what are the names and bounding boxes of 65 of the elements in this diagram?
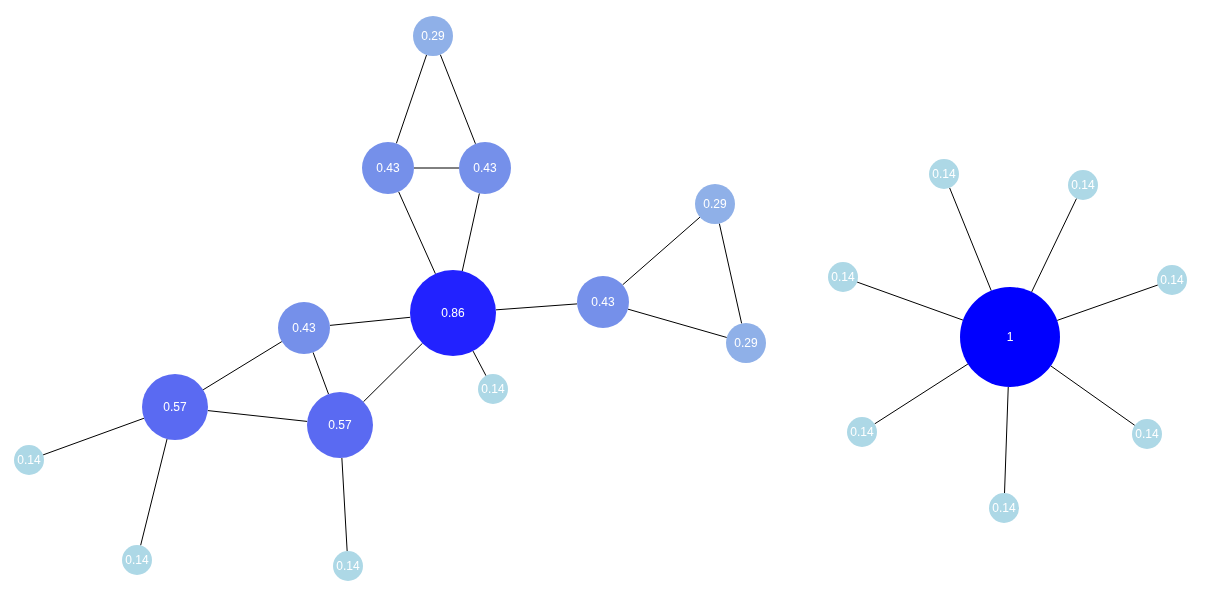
node-value: 0.14 bbox=[850, 425, 874, 439]
network-node-circle bbox=[847, 417, 877, 447]
network-node-circle bbox=[459, 142, 511, 194]
node-value: 0.14 bbox=[481, 382, 505, 396]
edge-line bbox=[1056, 284, 1159, 321]
edge-line bbox=[341, 457, 348, 552]
node-value: 0.29 bbox=[703, 197, 727, 211]
network-node-circle bbox=[695, 184, 735, 224]
network-node-circle bbox=[828, 262, 858, 292]
node-value: 0.43 bbox=[591, 295, 615, 309]
network-node-circle bbox=[726, 323, 766, 363]
edge-line bbox=[718, 223, 743, 324]
node-value: 0.86 bbox=[441, 306, 465, 320]
node-value: 0.57 bbox=[328, 418, 352, 432]
edge-line bbox=[622, 216, 701, 286]
node-value: 0.14 bbox=[1071, 178, 1095, 192]
network-node-circle bbox=[577, 276, 629, 328]
edge-line bbox=[949, 187, 992, 292]
network-node-circle bbox=[413, 16, 453, 56]
network-node-circle bbox=[478, 374, 508, 404]
node-value: 0.43 bbox=[473, 161, 497, 175]
node-value: 0.14 bbox=[1160, 273, 1184, 287]
network-node-circle bbox=[1157, 265, 1187, 295]
network-node-circle bbox=[1068, 170, 1098, 200]
node-value: 0.57 bbox=[163, 400, 187, 414]
network-node-circle bbox=[333, 551, 363, 581]
network-node-circle bbox=[1132, 419, 1162, 449]
network-node-circle bbox=[278, 302, 330, 354]
node-value: 0.14 bbox=[831, 270, 855, 284]
edge-line bbox=[874, 363, 969, 425]
edge-line bbox=[395, 54, 428, 144]
edge-line bbox=[856, 281, 964, 321]
edge-line bbox=[461, 192, 480, 272]
edge-line bbox=[495, 303, 578, 311]
node-value: 0.43 bbox=[376, 161, 400, 175]
edge-line bbox=[42, 417, 145, 456]
node-value: 0.14 bbox=[17, 453, 41, 467]
edge-line bbox=[472, 350, 487, 377]
edge-line bbox=[1031, 198, 1077, 293]
edge-line bbox=[627, 308, 728, 338]
network-node-circle bbox=[362, 142, 414, 194]
network-node-circle bbox=[929, 159, 959, 189]
edge-line bbox=[1050, 365, 1136, 426]
node-value: 0.14 bbox=[125, 553, 149, 567]
node-value: 0.14 bbox=[336, 559, 360, 573]
edge-line bbox=[312, 351, 329, 395]
network-node-circle bbox=[14, 445, 44, 475]
network-node-circle bbox=[122, 545, 152, 575]
edge-line bbox=[140, 438, 168, 546]
edge-line bbox=[362, 342, 423, 403]
edge-line bbox=[439, 54, 476, 145]
edge-line bbox=[413, 167, 460, 169]
edge-line bbox=[329, 316, 411, 326]
network-node-circle bbox=[989, 493, 1019, 523]
node-value: 0.29 bbox=[421, 29, 445, 43]
node-value: 0.29 bbox=[734, 336, 758, 350]
node-value: 0.43 bbox=[292, 321, 316, 335]
node-value: 1 bbox=[1006, 330, 1014, 344]
edge-line bbox=[207, 410, 308, 422]
node-value: 0.14 bbox=[992, 501, 1016, 515]
edge-line bbox=[202, 341, 283, 391]
edge-line bbox=[1004, 386, 1009, 494]
node-value: 0.14 bbox=[1135, 427, 1159, 441]
node-value: 0.14 bbox=[932, 167, 956, 181]
edge-line bbox=[398, 191, 436, 275]
